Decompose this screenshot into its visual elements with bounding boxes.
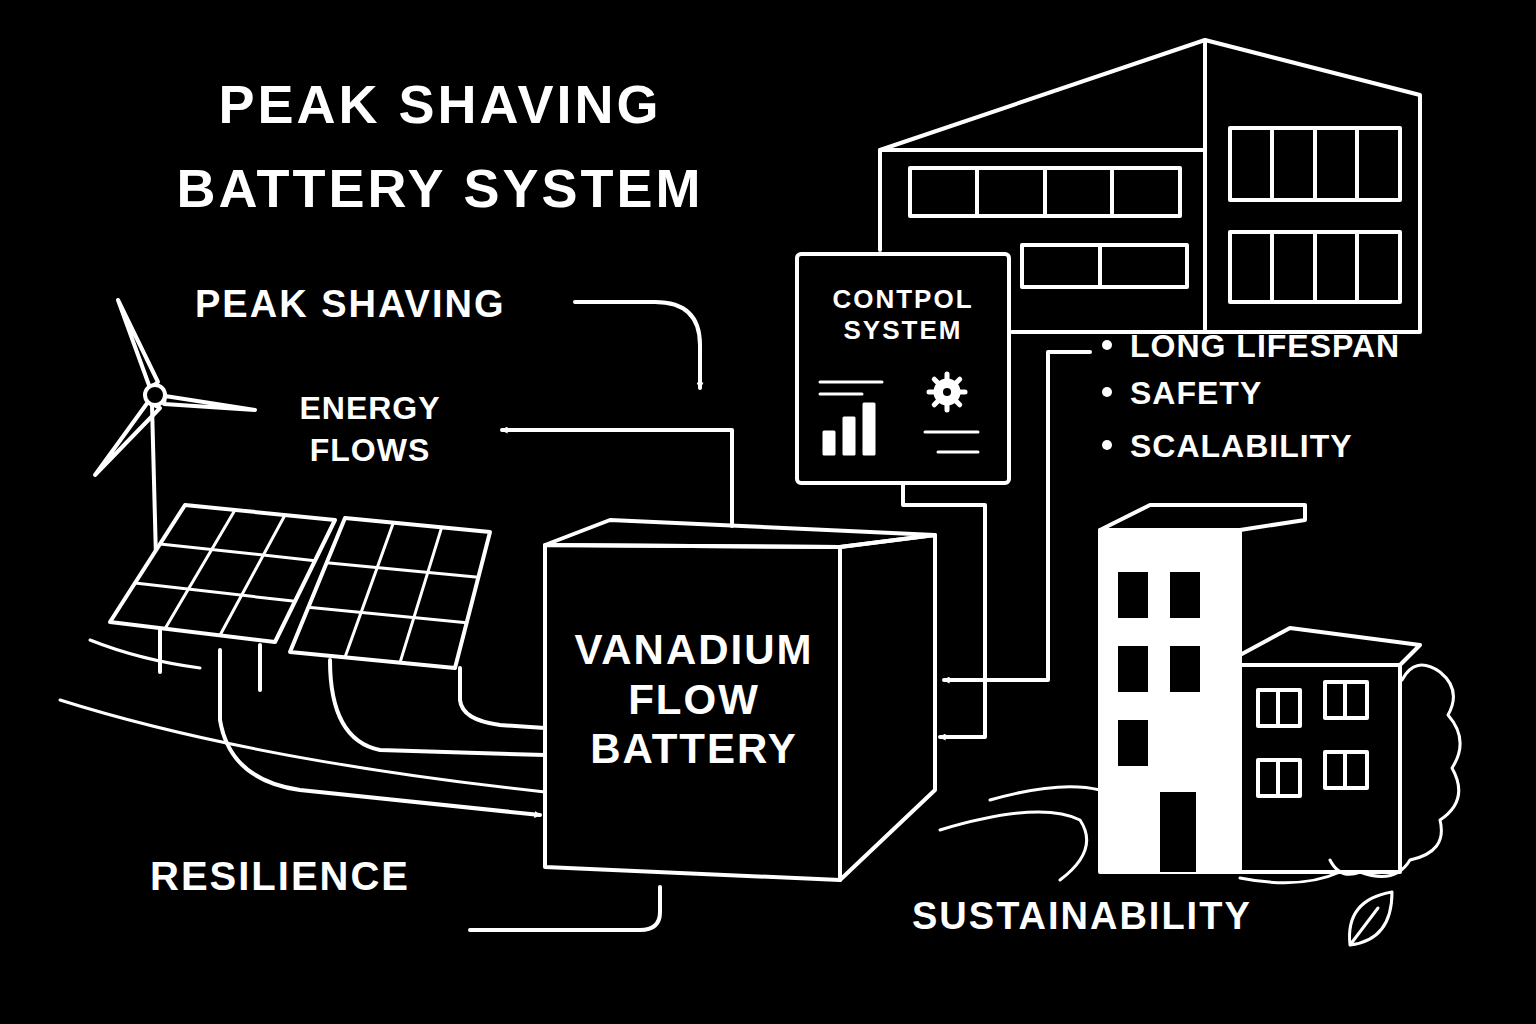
road (60, 700, 545, 792)
callout-label: PEAK SHAVING (195, 280, 555, 329)
control-icons (844, 418, 854, 454)
office-building (880, 148, 1205, 152)
gear-tooth (955, 379, 959, 383)
solar-panels (110, 505, 490, 668)
office-building (977, 168, 1112, 216)
solar-panel (290, 518, 490, 668)
school-building (1170, 646, 1200, 692)
battery-box: VANADIUM FLOW BATTERY (540, 515, 940, 885)
office-building (1272, 128, 1357, 200)
panel-grid (345, 523, 393, 658)
road (90, 640, 200, 668)
gear-tooth (934, 400, 938, 404)
office-building (1230, 128, 1400, 200)
gear-tooth (959, 390, 965, 395)
control-icons (935, 380, 959, 404)
gear-tooth (955, 400, 959, 404)
school-building (1100, 530, 1240, 872)
bullet-dot (1102, 340, 1112, 350)
office-building (910, 168, 1180, 216)
bushes (1330, 665, 1460, 876)
solar-supports (220, 650, 540, 815)
bullet-dot (1102, 440, 1112, 450)
office-building (1022, 245, 1187, 287)
gear-tooth (945, 404, 950, 410)
panel-grid (327, 563, 479, 578)
wind-turbine (152, 405, 156, 558)
wind-turbine (95, 402, 160, 475)
control-box: CONTPOL SYSTEM (795, 252, 1011, 485)
solar-supports (460, 668, 545, 728)
wind-turbine (164, 396, 255, 410)
resilience-line (470, 887, 660, 930)
panel-grid (160, 544, 315, 561)
office-building (1230, 232, 1400, 302)
bullet-dot (1102, 387, 1112, 397)
school-building (1100, 505, 1420, 872)
benefits-line (944, 352, 1090, 680)
office-building (1098, 245, 1102, 287)
wind-turbine (118, 300, 158, 388)
solar-supports (258, 645, 262, 690)
gear-tooth (945, 374, 950, 380)
school-building (1170, 572, 1200, 618)
road (940, 812, 1087, 880)
gear-tooth (929, 390, 935, 395)
leaf-icon (1350, 892, 1392, 945)
panel-grid (220, 515, 285, 635)
control-icons (925, 432, 978, 452)
solar-supports (158, 628, 162, 672)
gear-tooth (934, 379, 938, 383)
battery-front (545, 545, 840, 880)
road (990, 787, 1100, 800)
office-building (1272, 232, 1357, 302)
bullet-text: SAFETY (1130, 373, 1470, 415)
panel-grid (135, 583, 295, 601)
office-building (1203, 40, 1207, 332)
school-building (1118, 572, 1148, 618)
battery-side (840, 535, 935, 880)
node-label: CONTPOL SYSTEM (818, 256, 988, 345)
school-building (1100, 505, 1305, 530)
control-icons (820, 382, 882, 394)
bushes (1330, 665, 1460, 876)
control-icons (864, 404, 874, 454)
illustration (60, 40, 1460, 945)
solar-supports (330, 660, 545, 755)
school-building (1118, 646, 1148, 692)
panel-grid (165, 510, 235, 629)
school-building (1278, 682, 1345, 796)
bullet-text: SCALABILITY (1130, 426, 1470, 468)
control-icons (824, 432, 834, 454)
bullet-dot (1102, 340, 1112, 450)
control-icons (820, 374, 978, 454)
panel-grid (308, 607, 466, 622)
control-icons (929, 374, 965, 410)
node-label: VANADIUM FLOW BATTERY (554, 625, 834, 774)
wind-turbine (145, 385, 165, 405)
peak-shaving-arrow (575, 302, 700, 388)
energy-flows-arrow (502, 430, 732, 526)
bullet-text: LONG LIFESPAN (1130, 326, 1470, 368)
title: PEAK SHAVING BATTERY SYSTEM (110, 62, 770, 230)
connector (903, 485, 985, 737)
school-building (1240, 665, 1400, 872)
control-icons (943, 388, 951, 396)
school-building (1118, 720, 1148, 766)
panel-grid (400, 527, 442, 662)
callout-label: ENERGY FLOWS (270, 388, 470, 471)
school-building (1160, 792, 1196, 872)
school-building (1240, 628, 1420, 665)
callout-label: RESILIENCE (150, 850, 470, 902)
callout-label: SUSTAINABILITY (912, 892, 1332, 941)
